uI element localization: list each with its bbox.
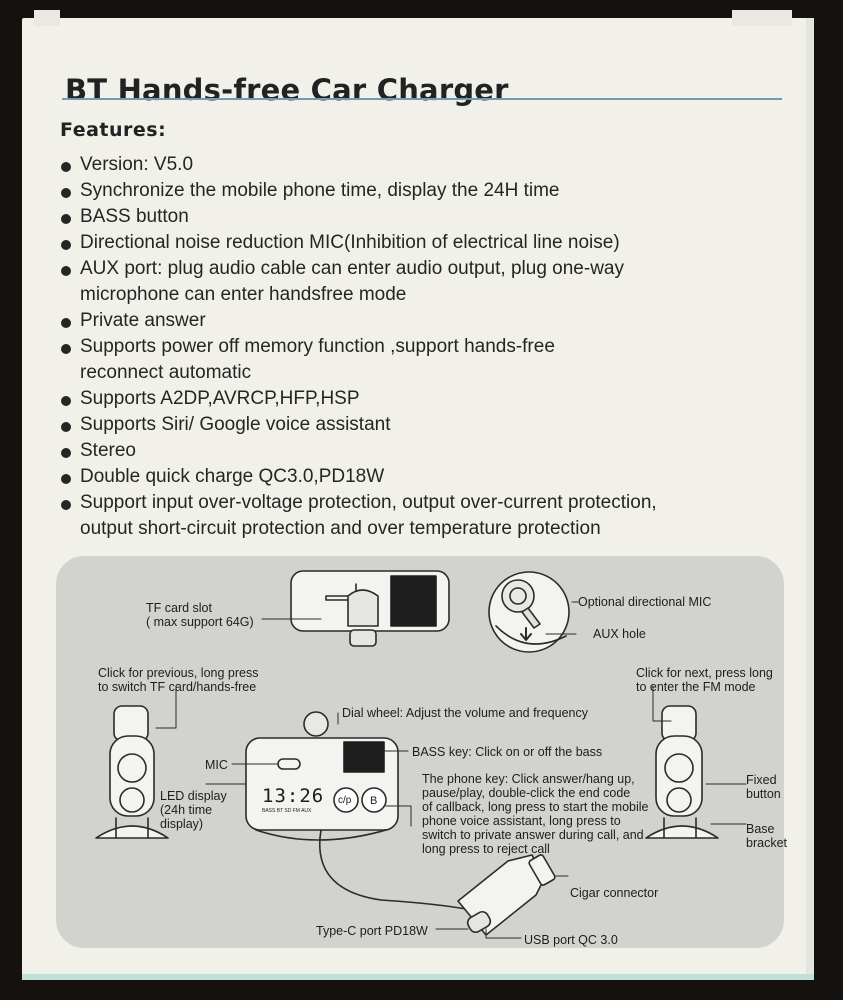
product-title: BT Hands-free Car Charger (65, 73, 509, 107)
leader-lines (155, 601, 747, 939)
label-led-display: LED display (24h time display) (160, 789, 227, 831)
label-line: button (746, 787, 781, 801)
feature-item: Synchronize the mobile phone time, displ… (60, 178, 800, 204)
label-line: TF card slot (146, 601, 212, 615)
label-usb-port: USB port QC 3.0 (524, 933, 618, 947)
label-dial-wheel: Dial wheel: Adjust the volume and freque… (342, 706, 588, 720)
mic-inset (488, 571, 570, 653)
label-tf-card-slot: TF card slot ( max support 64G) (146, 601, 254, 629)
feature-text: Version: V5.0 (80, 154, 194, 175)
label-cigar-connector: Cigar connector (570, 886, 659, 900)
box-side-edge (806, 18, 814, 980)
label-line: Fixed (746, 773, 777, 787)
feature-item: Version: V5.0 (60, 152, 800, 178)
feature-item: Double quick charge QC3.0,PD18W (60, 464, 800, 490)
feature-text: Supports A2DP,AVRCP,HFP,HSP (80, 388, 360, 409)
label-mic: MIC (205, 758, 228, 772)
label-line: to enter the FM mode (636, 680, 756, 694)
label-line: phone voice assistant, long press to (422, 814, 621, 828)
left-side-view (95, 705, 169, 839)
label-line: to switch TF card/hands-free (98, 680, 257, 694)
product-diagram-art (95, 570, 747, 939)
charger-top-view (290, 570, 450, 647)
feature-text: AUX port: plug audio cable can enter aud… (80, 258, 624, 279)
label-line: Click for next, press long (636, 666, 773, 680)
label-line: bracket (746, 836, 787, 850)
product-diagram-panel: TF card slot ( max support 64G) Optional… (56, 556, 787, 948)
title-underline (62, 98, 782, 100)
label-phone-key: The phone key: Click answer/hang up, pau… (422, 772, 649, 856)
feature-item: BASS button (60, 204, 800, 230)
phone-key-glyph: c/p (338, 795, 352, 806)
label-line: LED display (160, 789, 227, 803)
label-bass-key: BASS key: Click on or off the bass (412, 745, 603, 759)
feature-text: Directional noise reduction MIC(Inhibiti… (80, 232, 620, 253)
feature-text: Synchronize the mobile phone time, displ… (80, 180, 560, 201)
label-line: pause/play, double-click the end code (422, 786, 631, 800)
box-bottom-edge (22, 974, 814, 980)
label-base-bracket: Base bracket (746, 822, 787, 850)
feature-text: Supports Siri/ Google voice assistant (80, 414, 391, 435)
label-line: (24h time (160, 803, 213, 817)
feature-item: Supports A2DP,AVRCP,HFP,HSP (60, 386, 800, 412)
feature-text: output short-circuit protection and over… (80, 518, 601, 539)
feature-text: BASS button (80, 206, 189, 227)
label-aux-hole: AUX hole (593, 627, 646, 641)
feature-item: Private answer (60, 308, 800, 334)
label-line: The phone key: Click answer/hang up, (422, 772, 635, 786)
charger-front-view (245, 711, 472, 911)
features-heading: Features: (60, 119, 167, 141)
feature-text: microphone can enter handsfree mode (80, 284, 407, 305)
feature-text: Double quick charge QC3.0,PD18W (80, 466, 385, 487)
feature-text: Supports power off memory function ,supp… (80, 336, 555, 357)
led-display-time: 13:26 (262, 785, 325, 807)
led-display-icons: BASS BT SD FM AUX (262, 808, 312, 814)
label-fixed-button: Fixed button (746, 773, 781, 801)
label-line: ( max support 64G) (146, 615, 254, 629)
label-click-previous: Click for previous, long press to switch… (98, 666, 258, 694)
feature-text: Support input over-voltage protection, o… (80, 492, 657, 513)
label-line: Base (746, 822, 775, 836)
cigar-plug (457, 854, 556, 936)
box-flap-left (34, 10, 60, 26)
feature-text: Stereo (80, 440, 136, 461)
feature-item: Support input over-voltage protection, o… (60, 490, 800, 542)
label-line: display) (160, 817, 204, 831)
label-line: switch to private answer during call, an… (422, 828, 644, 842)
feature-item: Stereo (60, 438, 800, 464)
feature-text: Private answer (80, 310, 206, 331)
feature-item: Directional noise reduction MIC(Inhibiti… (60, 230, 800, 256)
label-type-c-port: Type-C port PD18W (316, 924, 428, 938)
feature-item: Supports Siri/ Google voice assistant (60, 412, 800, 438)
box-flap-right (732, 10, 792, 26)
feature-item: Supports power off memory function ,supp… (60, 334, 800, 386)
right-side-view (645, 705, 719, 839)
bass-key-glyph: B (370, 795, 378, 807)
feature-item: AUX port: plug audio cable can enter aud… (60, 256, 800, 308)
label-line: Click for previous, long press (98, 666, 259, 680)
product-box: BT Hands-free Car Charger Features: Vers… (22, 10, 814, 980)
feature-text: reconnect automatic (80, 362, 252, 383)
label-line: of callback, long press to start the mob… (422, 800, 649, 814)
label-click-next: Click for next, press long to enter the … (636, 666, 773, 694)
label-optional-mic: Optional directional MIC (578, 595, 712, 609)
label-line: long press to reject call (422, 842, 550, 856)
